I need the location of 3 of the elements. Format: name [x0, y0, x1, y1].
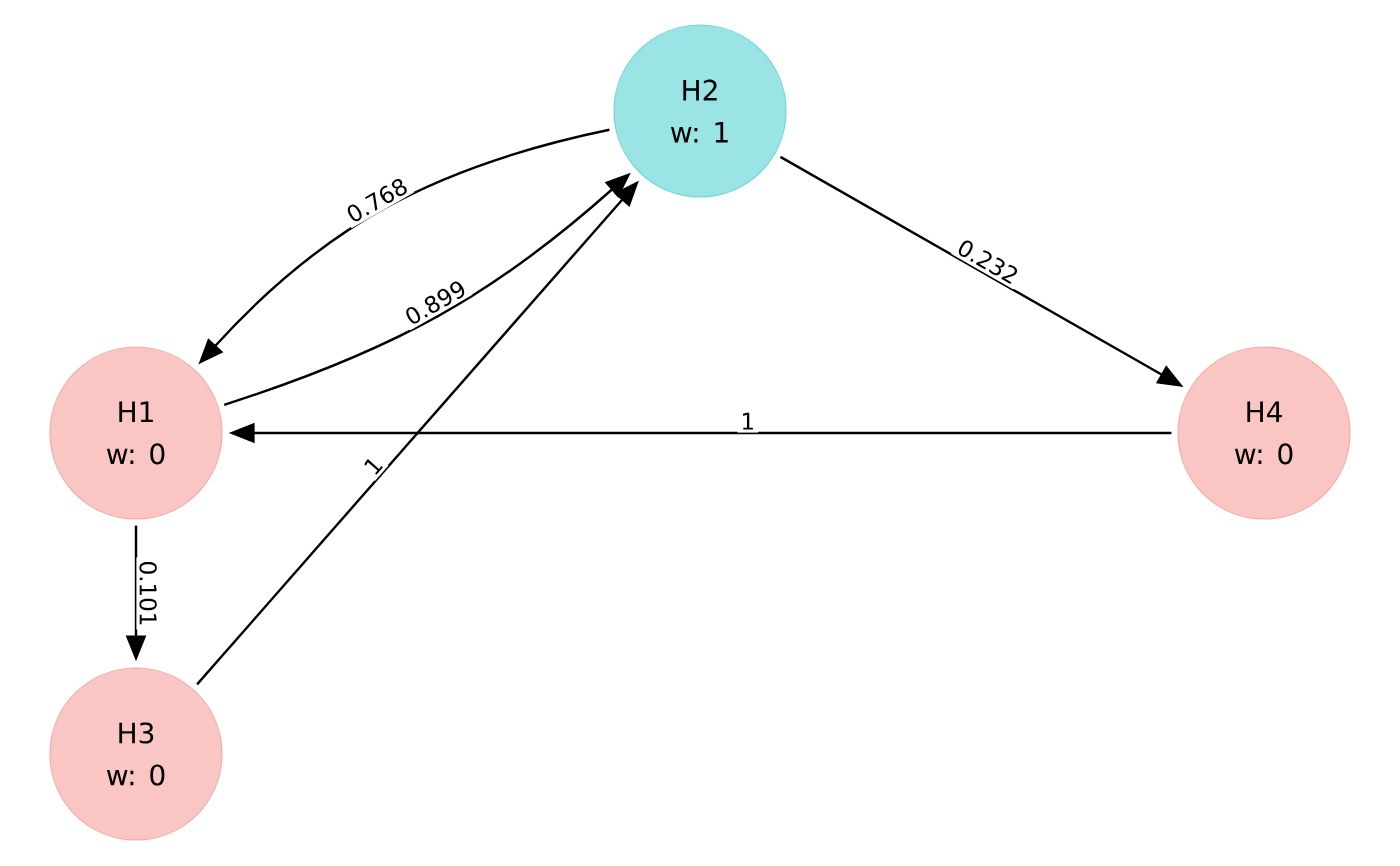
edge-label: 1 — [737, 409, 759, 433]
edge-label: 1 — [357, 450, 389, 481]
edge-label: 0.101 — [136, 557, 160, 630]
